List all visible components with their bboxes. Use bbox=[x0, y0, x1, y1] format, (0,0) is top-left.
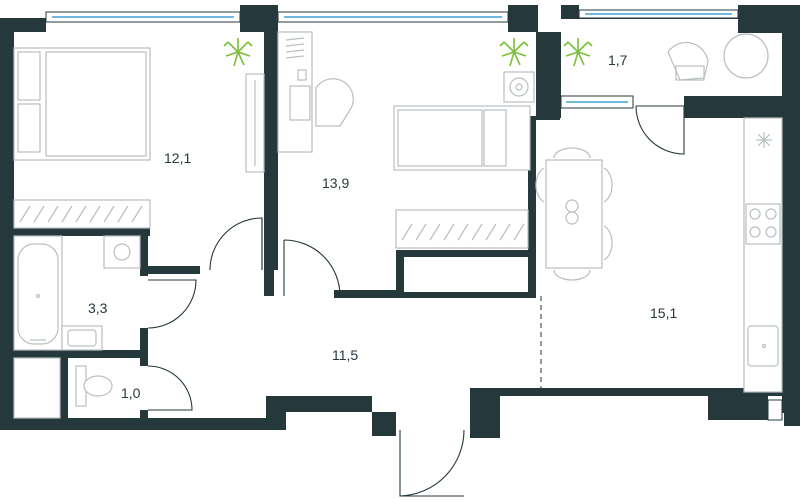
doors bbox=[147, 105, 685, 497]
wall-toilet-right bbox=[140, 358, 148, 366]
wall-balcony-bottom-right bbox=[684, 96, 800, 118]
wall-bottom-right bbox=[470, 388, 782, 396]
wall-wardrobe-top bbox=[396, 250, 536, 257]
wall-bottom-left-block-2 bbox=[266, 396, 286, 430]
door-bedroom2 bbox=[283, 239, 341, 297]
door-bathroom bbox=[147, 279, 197, 329]
plant-icon bbox=[499, 38, 529, 67]
door-bedroom1 bbox=[209, 217, 263, 271]
wall-bath-right bbox=[140, 228, 148, 276]
wall-outer-left bbox=[0, 18, 14, 430]
wall-bath-right-low bbox=[140, 328, 148, 358]
wall-top-pillar-2 bbox=[508, 5, 538, 32]
wall-bath-bottom bbox=[14, 350, 148, 358]
door-entrance bbox=[399, 429, 465, 497]
furniture bbox=[13, 31, 783, 419]
wall-bedrooms-divider-low bbox=[264, 270, 274, 296]
plant-icon bbox=[223, 38, 253, 67]
area-bathroom: 3,3 bbox=[88, 300, 108, 316]
wall-bottom-left-block bbox=[266, 396, 372, 412]
area-bedroom-2: 13,9 bbox=[322, 175, 349, 191]
wall-wardrobe-left bbox=[396, 250, 404, 298]
window-right-small bbox=[767, 399, 783, 421]
washing-machine bbox=[503, 71, 535, 103]
round-table-balcony bbox=[723, 33, 769, 79]
office-chair bbox=[315, 78, 354, 127]
wall-bottom-corner bbox=[708, 396, 768, 420]
wall-top-left bbox=[0, 18, 46, 32]
plant-icon bbox=[563, 38, 593, 67]
room-labels: 12,1 13,9 1,7 3,3 1,0 11,5 15,1 bbox=[88, 52, 677, 401]
wall-bottom-corner-2 bbox=[784, 396, 800, 426]
washing-machine-bath bbox=[103, 235, 141, 269]
wall-bedroom2-bottom bbox=[334, 290, 404, 298]
door-balcony bbox=[635, 105, 685, 155]
wardrobe-bedroom2 bbox=[395, 209, 529, 249]
wall-toilet-right-low bbox=[140, 410, 148, 418]
windows bbox=[45, 9, 783, 421]
area-toilet: 1,0 bbox=[121, 385, 141, 401]
area-balcony: 1,7 bbox=[608, 52, 628, 68]
wall-balcony-right-pillar bbox=[738, 5, 800, 33]
wall-toilet-divider bbox=[60, 358, 68, 418]
wall-entry-left bbox=[372, 412, 396, 436]
storage-box bbox=[13, 357, 61, 419]
wall-outer-right bbox=[782, 118, 800, 413]
area-kitchen-living: 15,1 bbox=[650, 305, 677, 321]
bathtub bbox=[13, 235, 63, 351]
wall-wardrobe-bottom bbox=[404, 292, 536, 298]
dining-table bbox=[535, 147, 613, 281]
wall-bedroom2-right-lower bbox=[528, 116, 536, 296]
wardrobe-bedroom1 bbox=[13, 199, 151, 229]
wall-outer-right-upper bbox=[782, 33, 800, 98]
sink-bath bbox=[61, 325, 103, 351]
wall-bath-top-right bbox=[148, 266, 200, 274]
desk-bedroom1 bbox=[245, 73, 265, 173]
wall-bottom-left bbox=[0, 418, 266, 430]
wall-top-pillar-1 bbox=[240, 5, 278, 32]
desk-bedroom2 bbox=[277, 31, 313, 153]
armchair bbox=[667, 41, 709, 81]
wall-bedroom1-bottom bbox=[14, 228, 150, 236]
area-hallway: 11,5 bbox=[332, 347, 358, 363]
wall-bottom-right-block bbox=[470, 388, 500, 438]
single-bed bbox=[393, 105, 531, 171]
door-toilet bbox=[147, 365, 193, 411]
area-bedroom-1: 12,1 bbox=[164, 150, 191, 166]
wall-bedrooms-divider bbox=[264, 32, 278, 270]
toilet-bowl bbox=[75, 365, 113, 407]
double-bed bbox=[13, 47, 151, 161]
wall-balcony-bottom-left bbox=[536, 96, 561, 118]
walls bbox=[0, 5, 800, 438]
kitchen-counter bbox=[743, 117, 783, 393]
wall-kitchen-top bbox=[536, 114, 560, 120]
